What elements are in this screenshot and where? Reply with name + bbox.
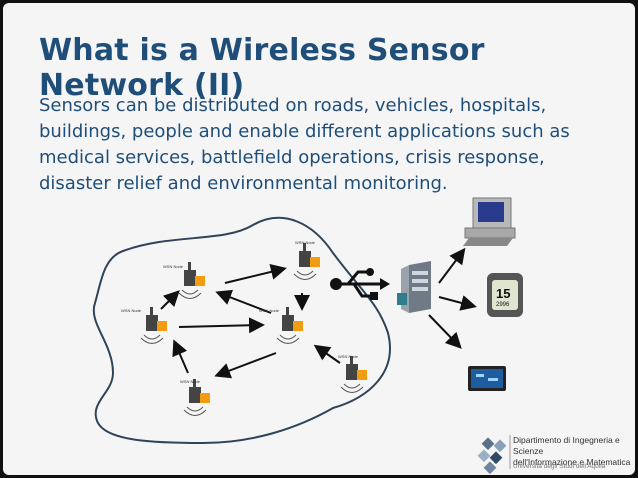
arrow xyxy=(313,344,341,364)
network-boundary xyxy=(92,216,391,445)
arrow xyxy=(438,295,477,311)
watch-value: 2996 xyxy=(496,302,510,308)
watch-icon: 15 2996 xyxy=(487,273,523,317)
sensor-node-icon xyxy=(183,379,210,416)
node-label: WSN Node xyxy=(163,264,184,269)
node-label: WSN Node xyxy=(180,379,201,384)
tablet-icon xyxy=(468,366,506,391)
arrow xyxy=(215,289,272,314)
computer-icon xyxy=(463,197,516,246)
node-label: WSN Node xyxy=(259,308,280,313)
arrow xyxy=(214,352,277,379)
sensor-node-icon xyxy=(140,307,167,344)
arrow xyxy=(172,339,189,374)
department-line-2: dell'Informazione e Matematica xyxy=(513,457,631,467)
slide: What is a Wireless Sensor Network (II) S… xyxy=(3,3,635,475)
watch-time: 15 xyxy=(496,286,510,301)
arrow xyxy=(160,290,180,310)
department-line-1: Dipartimento di Ingegneria e Scienze xyxy=(513,435,620,456)
wsn-diagram: WSN Node WSN Node WSN Node WSN Node WSN … xyxy=(92,197,523,475)
university-logo xyxy=(477,437,507,475)
arrow xyxy=(224,264,287,284)
usb-icon xyxy=(330,268,390,300)
node-label: WSN Node xyxy=(295,240,316,245)
slide-title: What is a Wireless Sensor Network (II) xyxy=(39,33,485,103)
node-label: WSN Node xyxy=(121,308,142,313)
node-label: WSN Node xyxy=(338,354,359,359)
department-name: Dipartimento di Ingegneria e Scienze del… xyxy=(513,435,635,468)
sensor-node-icon xyxy=(293,243,320,280)
server-icon xyxy=(397,261,431,313)
university-name: Università degli Studi dell'Aquila xyxy=(513,463,606,470)
slide-body-text: Sensors can be distributed on roads, veh… xyxy=(39,95,570,194)
sensor-node-icon xyxy=(178,262,205,299)
sensor-node-icon xyxy=(340,356,367,393)
sensor-node-icon xyxy=(276,307,303,344)
arrow xyxy=(438,247,466,284)
arrow xyxy=(428,314,462,349)
arrow xyxy=(178,317,265,334)
